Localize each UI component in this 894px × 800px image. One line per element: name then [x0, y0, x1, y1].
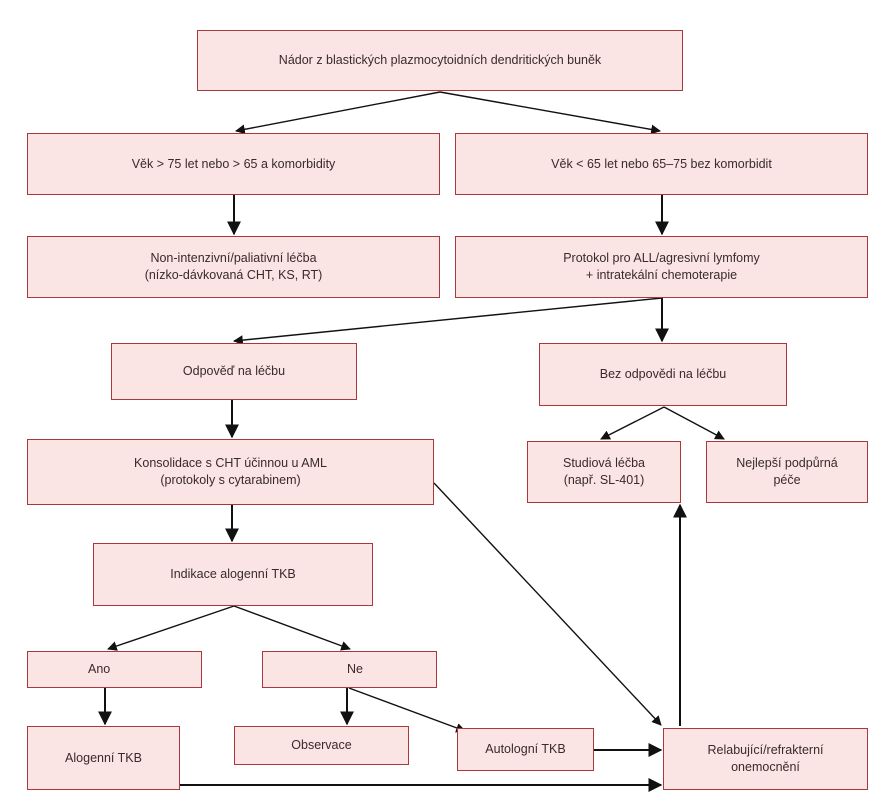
arrow-protocol-to-response: [233, 297, 663, 345]
arrow-no-response-to-best-care: [663, 406, 725, 440]
node-relapse: Relabující/refrakterní onemocnění: [663, 728, 868, 790]
node-age-high: Věk > 75 let nebo > 65 a komorbidity: [27, 133, 440, 195]
node-no-response: Bez odpovědi na léčbu: [539, 343, 787, 406]
node-allo: Alogenní TKB: [27, 726, 180, 790]
node-noninten: Non-intenzivní/paliativní léčba (nízko-d…: [27, 236, 440, 298]
node-observation: Observace: [234, 726, 409, 765]
node-consolidation: Konsolidace s CHT účinnou u AML (protoko…: [27, 439, 434, 505]
arrow-indication-to-yes: [107, 605, 235, 651]
node-no: Ne: [262, 651, 437, 688]
arrow-root-to-age-high: [235, 91, 441, 135]
arrow-consolidation-to-relapse: [433, 482, 662, 726]
node-best-care: Nejlepší podpůrná péče: [706, 441, 868, 503]
node-protocol: Protokol pro ALL/agresivní lymfomy + int…: [455, 236, 868, 298]
arrow-root-to-age-low: [439, 91, 661, 135]
arrow-no-response-to-study: [600, 406, 665, 440]
node-response: Odpověď na léčbu: [111, 343, 357, 400]
node-study: Studiová léčba (např. SL-401): [527, 441, 681, 503]
node-yes: Ano: [27, 651, 202, 688]
node-auto: Autologní TKB: [457, 728, 594, 771]
node-root: Nádor z blastických plazmocytoidních den…: [197, 30, 683, 91]
arrow-indication-to-no: [233, 605, 351, 651]
node-indication: Indikace alogenní TKB: [93, 543, 373, 606]
arrow-no-to-auto: [348, 687, 466, 733]
node-age-low: Věk < 65 let nebo 65–75 bez komorbidit: [455, 133, 868, 195]
